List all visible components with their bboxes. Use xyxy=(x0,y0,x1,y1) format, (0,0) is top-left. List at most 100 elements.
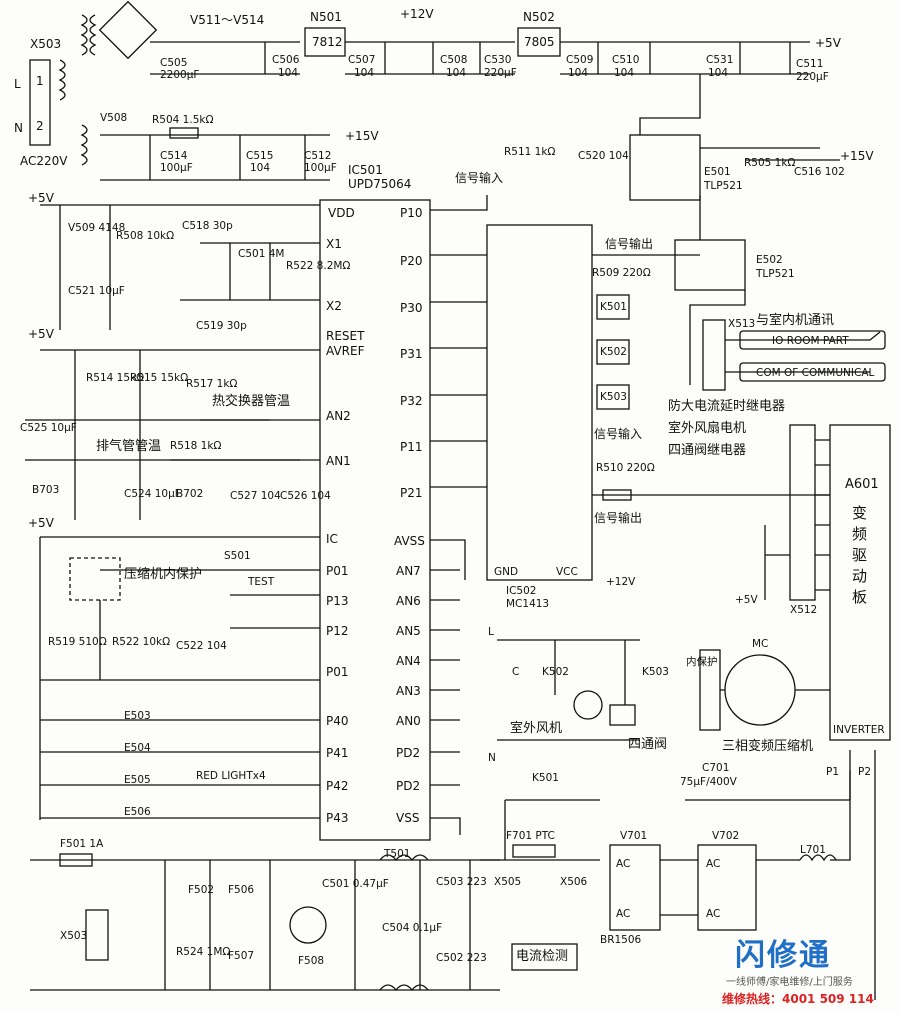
ac220v-label: AC220V xyxy=(20,154,68,168)
plus-5v-x512-label: +5V xyxy=(735,594,758,606)
indoor-comm-label: 与室内机通讯 xyxy=(756,313,835,328)
c508-value-label: 104 xyxy=(446,67,467,79)
signal-output-1-label: 信号输出 xyxy=(605,237,654,251)
signal-input-top-label: 信号输入 xyxy=(455,171,504,185)
pin-p32-label: P32 xyxy=(400,394,423,408)
four-way-valve-relay-label: 四通阀继电器 xyxy=(668,443,747,458)
pin-an5-label: AN5 xyxy=(396,624,421,638)
com-of-communical-label: COM OF COMMUNICAL xyxy=(756,367,875,379)
signal-input-2-label: 信号输入 xyxy=(594,427,643,441)
plus-15v-label: +15V xyxy=(345,129,379,143)
vcc-label: VCC xyxy=(556,566,578,578)
k501-relay-label: K501 xyxy=(600,301,627,313)
pin-p12-label: P12 xyxy=(326,624,349,638)
c509-value-label: 104 xyxy=(568,67,589,79)
f502-label: F502 xyxy=(188,884,215,896)
test-label: TEST xyxy=(248,576,275,588)
tlp521-1-label: TLP521 xyxy=(704,180,743,192)
e502-label: E502 xyxy=(756,254,783,266)
c507-label: C507 xyxy=(348,54,376,66)
pin-p31-label: P31 xyxy=(400,347,423,361)
v702-ac1-label: AC xyxy=(706,858,721,870)
plus-5v-top-label: +5V xyxy=(815,36,841,50)
r510-label: R510 220Ω xyxy=(596,462,655,474)
e505-label: E505 xyxy=(124,774,151,786)
pin-p01-a-label: P01 xyxy=(326,564,349,578)
plus-5v-2-label: +5V xyxy=(28,327,54,341)
r514-label: R514 15kΩ xyxy=(86,372,145,384)
c506-value-label: 104 xyxy=(278,67,299,79)
compressor-protect-label: 压缩机内保护 xyxy=(124,567,203,582)
n502-part-label: 7805 xyxy=(524,35,555,49)
x503-pin2-label: 2 xyxy=(36,119,44,133)
brand-tagline: 一线师傅/家电维修/上门服务 xyxy=(726,977,853,988)
ic502-label: IC502 xyxy=(506,585,537,597)
c511-label: C511 xyxy=(796,58,824,70)
r522-label: R522 8.2MΩ xyxy=(286,260,351,272)
k502-relay-label: K502 xyxy=(600,346,627,358)
pin-an2-label: AN2 xyxy=(326,409,351,423)
c512-value-label: 100μF xyxy=(304,162,337,174)
k501-contact-label: K501 xyxy=(532,772,559,784)
c522-label: C522 104 xyxy=(176,640,227,652)
mc-label: MC xyxy=(752,638,769,650)
pin-vss-label: VSS xyxy=(396,811,420,825)
three-phase-compressor-label: 三相变频压缩机 xyxy=(722,739,814,754)
r505-label: R505 1kΩ xyxy=(744,157,796,169)
r517-label: R517 1kΩ xyxy=(186,378,238,390)
e501-label: E501 xyxy=(704,166,731,178)
a601-label: A601 xyxy=(845,477,879,492)
pin-an3-label: AN3 xyxy=(396,684,421,698)
n501-part-label: 7812 xyxy=(312,35,343,49)
k503-relay-label: K503 xyxy=(600,391,627,403)
plus-12v-top-label: +12V xyxy=(400,7,434,21)
pin-x2-label: X2 xyxy=(326,299,342,313)
pin-an4-label: AN4 xyxy=(396,654,421,668)
pin-an1-label: AN1 xyxy=(326,454,351,468)
br1506-label: BR1506 xyxy=(600,934,642,946)
heat-exchanger-temp-label: 热交换器管温 xyxy=(212,394,291,409)
pin-p13-label: P13 xyxy=(326,594,349,608)
c510-label: C510 xyxy=(612,54,640,66)
k502-contact-label: K502 xyxy=(542,666,569,678)
pin-p40-label: P40 xyxy=(326,714,349,728)
c504-label: C504 0.1μF xyxy=(382,922,443,934)
pin-reset-label: RESET xyxy=(326,329,365,343)
inverter-label: INVERTER xyxy=(833,724,885,736)
pin-p20-label: P20 xyxy=(400,254,423,268)
outdoor-fan-label: 室外风机 xyxy=(510,721,563,736)
regulator-n501-box xyxy=(304,27,346,57)
v508-label: V508 xyxy=(100,112,128,124)
c505-value-label: 2200μF xyxy=(160,69,200,81)
io-room-part-label: IO ROOM PART xyxy=(772,335,849,347)
l-terminal-label: L xyxy=(14,77,21,91)
c515-label: C515 xyxy=(246,150,274,162)
pin-an6-label: AN6 xyxy=(396,594,421,608)
c509-label: C509 xyxy=(566,54,594,66)
pin-pd2-b-label: PD2 xyxy=(396,779,421,793)
c515-value-label: 104 xyxy=(250,162,271,174)
c502-label: C502 223 xyxy=(436,952,487,964)
pin-an0-label: AN0 xyxy=(396,714,421,728)
ic502-part-label: MC1413 xyxy=(506,598,550,610)
r511-label: R511 1kΩ xyxy=(504,146,556,158)
l701-label: L701 xyxy=(800,844,826,856)
r509-label: R509 220Ω xyxy=(592,267,651,279)
c514-value-label: 100μF xyxy=(160,162,193,174)
x513-label: X513 xyxy=(728,318,756,330)
internal-protect-label: 内保护 xyxy=(686,656,718,668)
r519-label: R519 510Ω xyxy=(48,636,107,648)
pin-p42-label: P42 xyxy=(326,779,349,793)
p2-label: P2 xyxy=(858,766,872,778)
v701-label: V701 xyxy=(620,830,648,842)
c501-bottom-label: C501 0.47μF xyxy=(322,878,389,890)
plus-5v-1-label: +5V xyxy=(28,191,54,205)
f506-label: F506 xyxy=(228,884,255,896)
brand-logo: 闪修通 xyxy=(735,938,831,973)
pin-avss-label: AVSS xyxy=(394,534,425,548)
plus-12v-ic502-label: +12V xyxy=(606,576,636,588)
c524-label: C524 10μF xyxy=(124,488,181,500)
x506-label: X506 xyxy=(560,876,588,888)
c530-label: C530 xyxy=(484,54,512,66)
